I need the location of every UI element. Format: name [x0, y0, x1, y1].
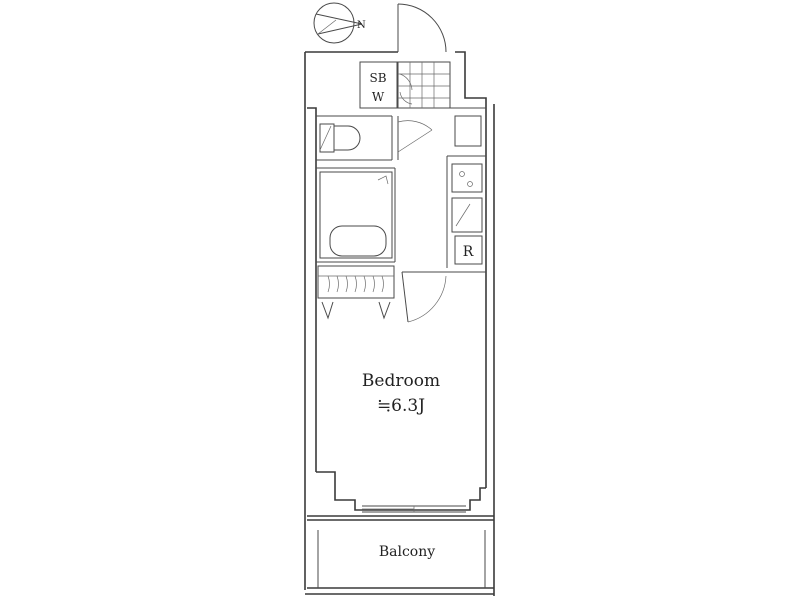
toilet-room: [316, 115, 393, 161]
bathroom: [316, 167, 396, 263]
closet: [317, 265, 395, 320]
kitchen: R: [445, 107, 486, 268]
shoe-box-label-2: W: [372, 90, 385, 104]
entry-tile-grid: [398, 62, 450, 108]
toilet-bowl: [334, 125, 361, 151]
bedroom-size: ≒6.3J: [377, 396, 425, 416]
balcony-window: [362, 505, 466, 513]
closet-hangers: [327, 275, 384, 293]
shoe-box: [359, 61, 398, 109]
stove: [451, 163, 483, 193]
hallway-door: [397, 116, 433, 160]
bathtub: [329, 225, 387, 257]
bedroom-label: Bedroom: [362, 371, 440, 391]
entry-area: SB W: [359, 61, 451, 109]
bedroom-door: [401, 271, 486, 323]
entrance-door: [397, 3, 447, 53]
outer-walls: [304, 51, 495, 596]
north-label: N: [357, 20, 366, 31]
sink: [451, 197, 483, 233]
toilet-tank: [319, 123, 335, 153]
balcony-label: Balcony: [379, 544, 435, 560]
compass-icon: N: [313, 2, 366, 44]
fridge-space: [454, 235, 483, 265]
washer-space: [454, 115, 482, 147]
fridge-label: R: [463, 244, 474, 260]
shoe-box-label-1: SB: [369, 71, 386, 85]
